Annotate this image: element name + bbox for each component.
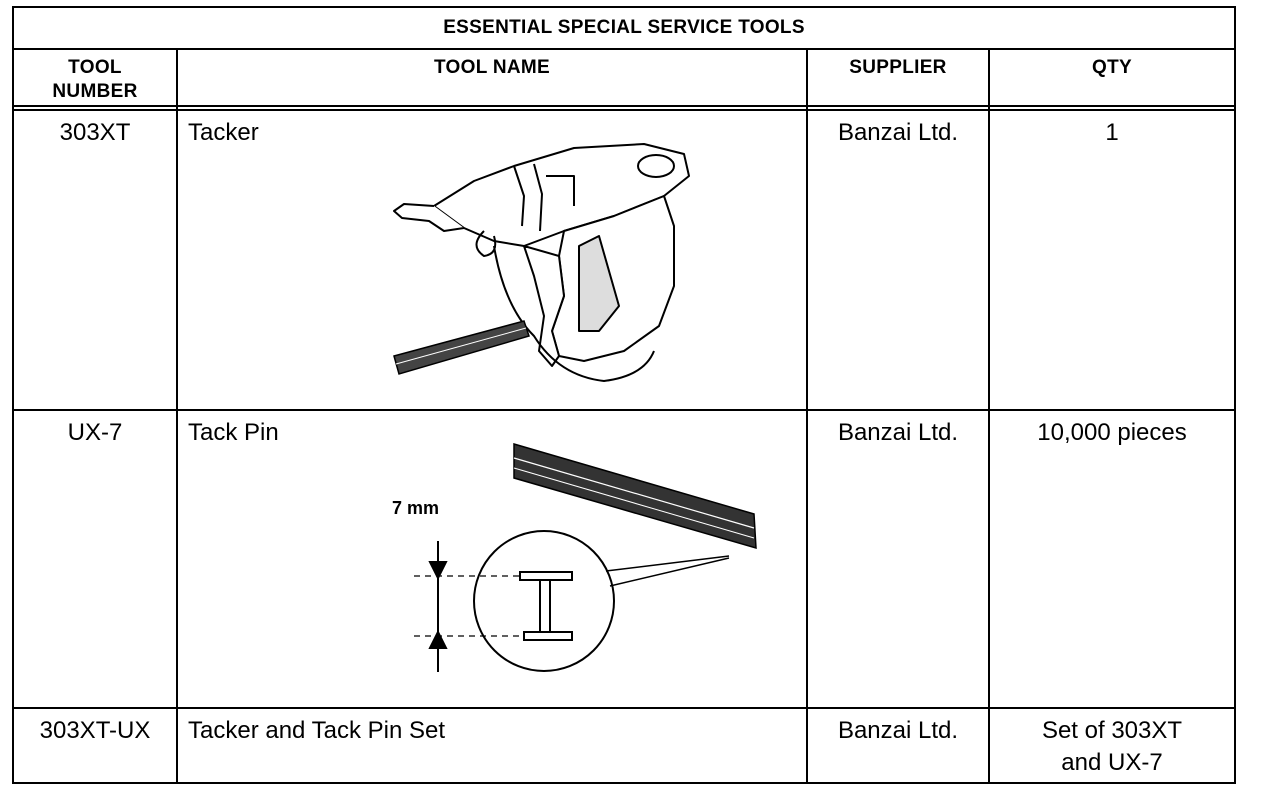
tack-pin-illustration (414, 443, 757, 672)
divider (806, 48, 808, 782)
tacker-gun-illustration (393, 143, 690, 383)
table-row-3-qty: Set of 303XT and UX-7 (990, 709, 1234, 784)
table-row-1-qty: 1 (990, 111, 1234, 409)
header-tool-number-line2: NUMBER (52, 81, 138, 102)
header-tool-name: TOOL NAME (433, 57, 550, 78)
divider (14, 105, 1234, 107)
qty-line1: 10,000 pieces (1037, 419, 1187, 446)
table-row-3-tool-name: Tacker and Tack Pin Set (188, 717, 446, 744)
table-row-2-tool-number: UX-7 (67, 419, 123, 446)
qty-line2: and UX-7 (1061, 749, 1163, 776)
divider (988, 48, 990, 782)
table-row-3-tool-number: 303XT-UX (39, 717, 151, 744)
table-row-1-tool-name: Tacker (188, 119, 259, 146)
divider (176, 48, 178, 782)
divider (14, 409, 1234, 411)
special-tools-table: ESSENTIAL SPECIAL SERVICE TOOLS TOOL NUM… (12, 6, 1236, 784)
dimension-label: 7 mm (392, 498, 440, 518)
qty-line1: 1 (1105, 119, 1119, 146)
table-row-1-supplier: Banzai Ltd. (837, 119, 959, 146)
divider (14, 109, 1234, 111)
header-supplier: SUPPLIER (849, 57, 947, 78)
table-row-2-supplier: Banzai Ltd. (837, 419, 959, 446)
table-row-2-qty: 10,000 pieces (990, 411, 1234, 707)
table-title: ESSENTIAL SPECIAL SERVICE TOOLS (443, 17, 805, 38)
table-row-2-tool-name: Tack Pin (188, 419, 279, 446)
table-row-3-supplier: Banzai Ltd. (837, 717, 959, 744)
qty-line1: Set of 303XT (1041, 717, 1183, 744)
header-tool-number-line1: TOOL (68, 57, 122, 78)
header-qty: QTY (1092, 57, 1132, 78)
header-tool-number: TOOL NUMBER (14, 50, 176, 106)
table-row-1-tool-number: 303XT (59, 119, 131, 146)
divider (14, 707, 1234, 709)
divider (14, 48, 1234, 50)
